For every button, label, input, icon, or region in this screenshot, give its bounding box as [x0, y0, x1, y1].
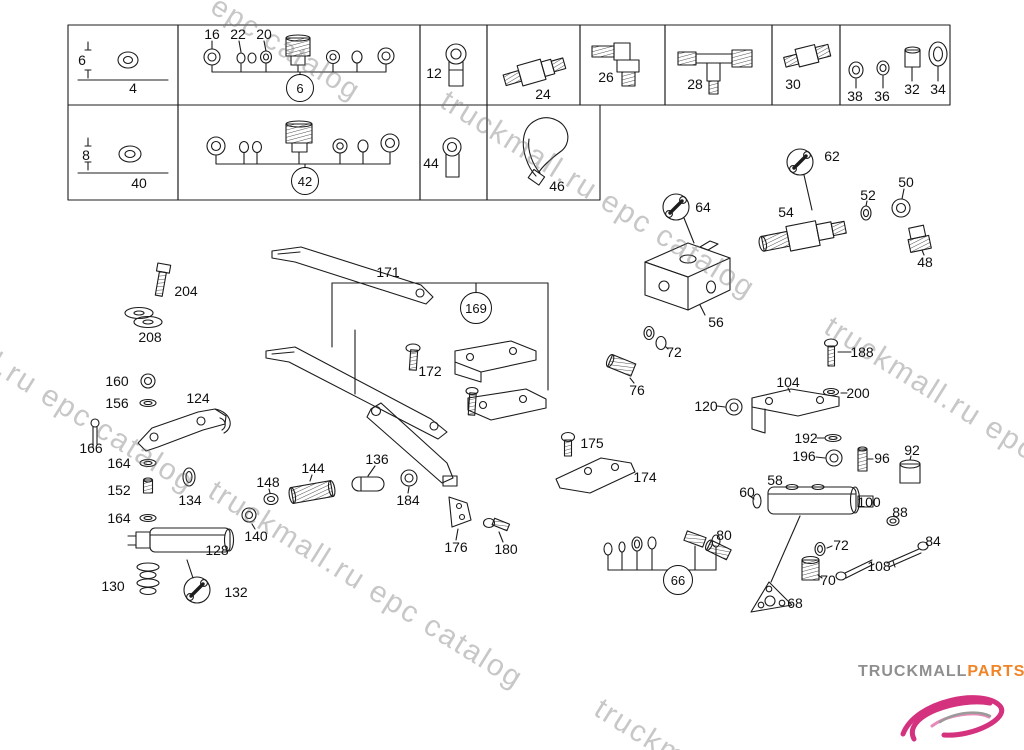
wrench-icon — [786, 148, 814, 176]
wrench-icon — [662, 193, 690, 221]
wrench-icon — [183, 576, 211, 604]
brand-name-parts: PARTS — [967, 663, 1024, 680]
brand-name-truckmall: TRUCKMALL — [858, 663, 968, 680]
brand-swirl-icon — [900, 695, 1005, 742]
parts-grid — [67, 24, 951, 201]
brand-logo: TRUCKMALLPARTS — [858, 663, 1024, 681]
